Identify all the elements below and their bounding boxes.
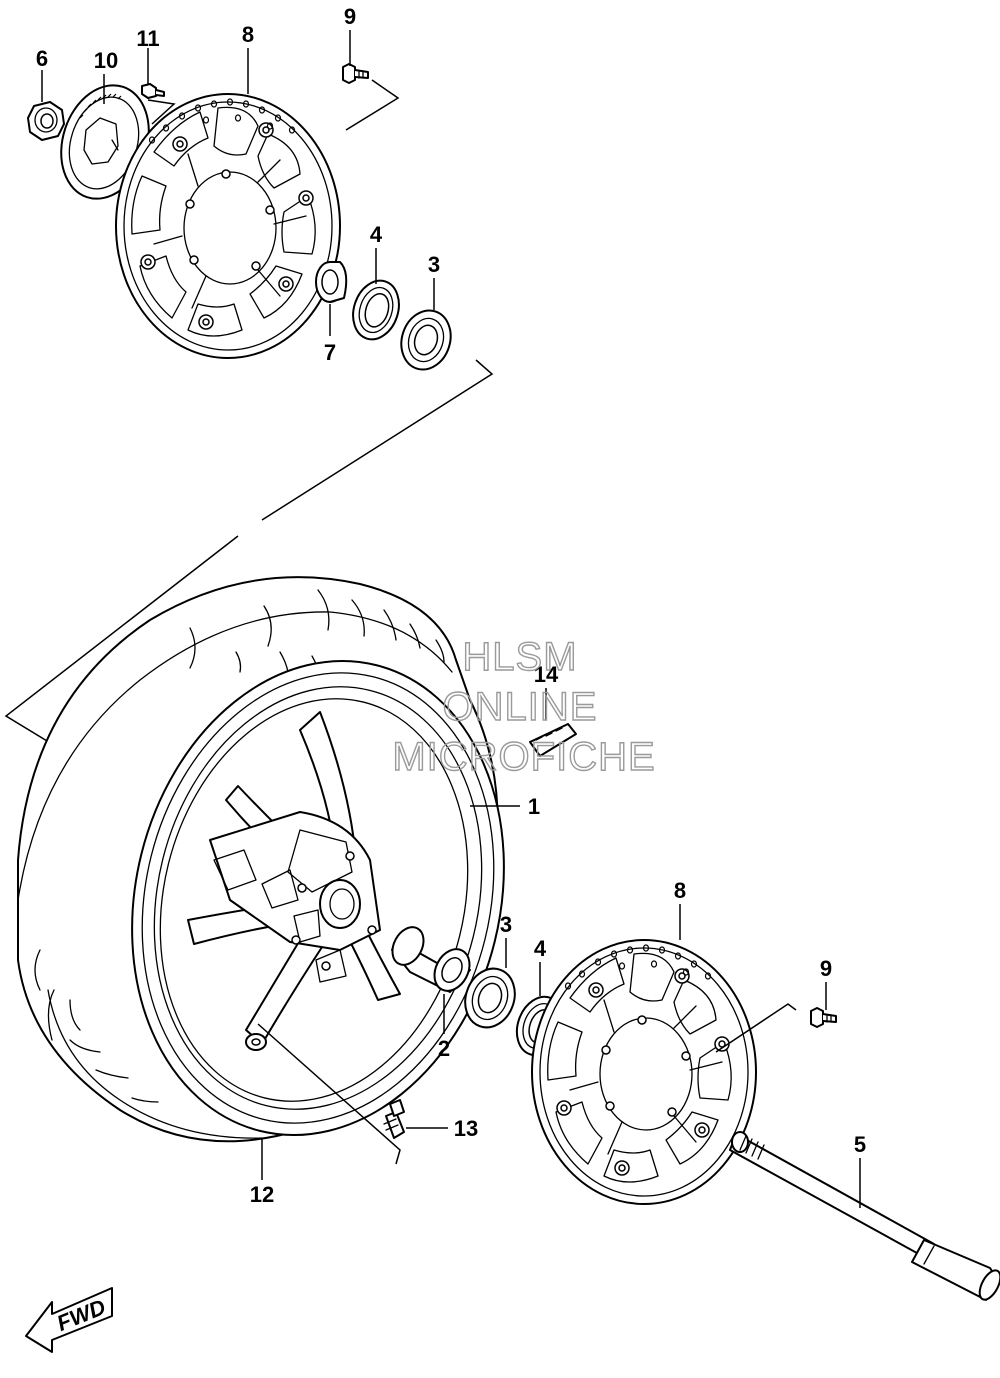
callout-5: 5 — [854, 1132, 866, 1157]
brake-disc-part-8-top — [115, 93, 341, 359]
assembly-bracket-line — [4, 359, 494, 745]
callout-11: 11 — [136, 26, 159, 51]
callout-8-bottom: 8 — [674, 878, 686, 903]
callout-13: 13 — [454, 1116, 478, 1141]
disc-bolt-part-9-bottom — [810, 1007, 837, 1028]
axle-nut-part-6 — [27, 101, 65, 141]
callout-1: 1 — [528, 794, 540, 819]
spacer-sleeve-part-2 — [391, 926, 471, 993]
leader-9-top — [345, 79, 400, 131]
callout-3-bottom: 3 — [500, 912, 512, 937]
tire-valve-part-13 — [383, 1099, 405, 1139]
bearing-part-3-top — [392, 303, 460, 377]
watermark-line-1: HLSM — [462, 635, 577, 679]
wheel-and-tire-part-1-12 — [17, 576, 505, 1143]
leader-13-assembly — [257, 1023, 401, 1165]
watermark: HLSM ONLINE MICROFICHE — [392, 634, 656, 779]
front-axle-part-5 — [729, 1131, 1000, 1301]
watermark-line-3: MICROFICHE — [392, 735, 655, 779]
leader-11 — [147, 99, 176, 125]
callout-14: 14 — [534, 662, 559, 687]
balance-weight-part-14 — [529, 723, 577, 757]
callout-10: 10 — [94, 48, 118, 73]
spacer-part-7 — [315, 261, 348, 303]
callout-4-bottom: 4 — [534, 936, 547, 961]
leader-lines — [41, 30, 861, 1208]
brake-disc-part-8-bottom — [531, 939, 757, 1205]
callout-7: 7 — [324, 340, 336, 365]
callout-9-bottom: 9 — [820, 956, 832, 981]
callout-9-top: 9 — [344, 4, 356, 29]
callout-2: 2 — [438, 1036, 450, 1061]
callout-6: 6 — [36, 46, 48, 71]
callout-4-top: 4 — [370, 222, 383, 247]
oil-seal-part-4-top — [344, 273, 408, 347]
watermark-line-2: ONLINE — [443, 685, 598, 729]
disc-bolt-part-9-top — [342, 63, 369, 84]
forward-direction-arrow: FWD — [25, 1287, 113, 1353]
callout-3-top: 3 — [428, 252, 440, 277]
callout-12: 12 — [250, 1182, 274, 1207]
rotor-screw-part-11 — [141, 83, 165, 99]
leader-9-bottom — [715, 1003, 797, 1053]
callout-8-top: 8 — [242, 22, 254, 47]
